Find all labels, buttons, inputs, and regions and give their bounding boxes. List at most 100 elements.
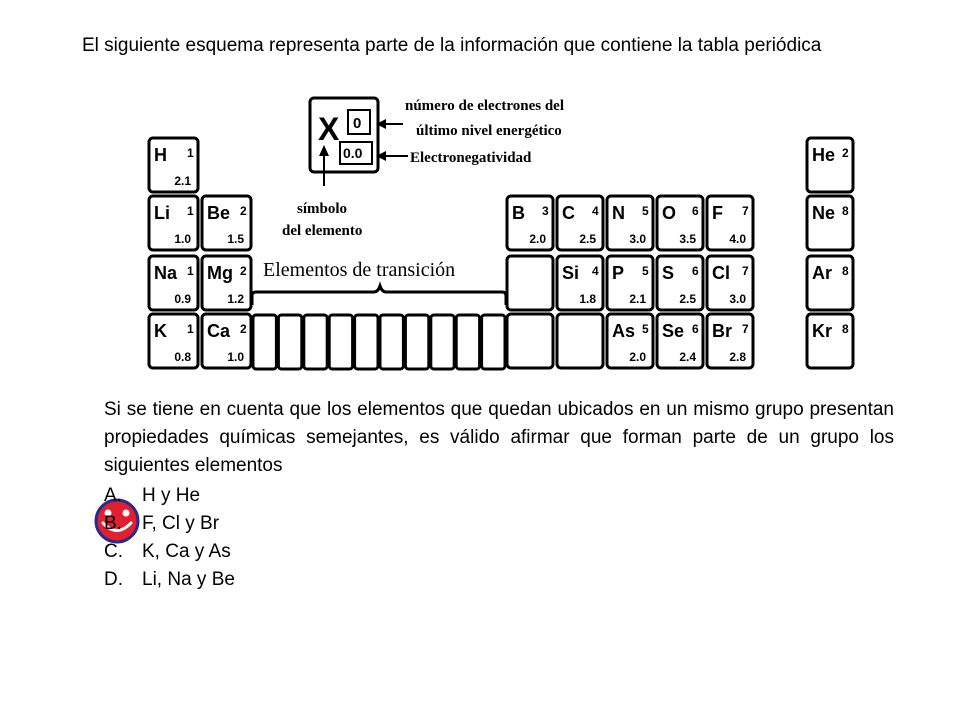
element-symbol: Mg bbox=[207, 263, 233, 283]
element-cell-border bbox=[655, 254, 705, 312]
element-symbol: He bbox=[812, 145, 835, 165]
element-electrons: 8 bbox=[842, 322, 849, 336]
option-letter: D. bbox=[104, 569, 123, 590]
element-electronegativity: 1.2 bbox=[227, 292, 244, 306]
element-symbol: C bbox=[562, 203, 575, 223]
option-letter: C. bbox=[104, 541, 123, 562]
element-symbol: H bbox=[154, 145, 167, 165]
transition-label: Elementos de transición bbox=[263, 259, 455, 281]
element-electronegativity: 3.0 bbox=[729, 292, 746, 306]
transition-cell bbox=[276, 313, 304, 371]
transition-cell bbox=[480, 313, 507, 371]
element-symbol: Se bbox=[662, 321, 684, 341]
element-electrons: 4 bbox=[592, 204, 599, 218]
element-electrons: 1 bbox=[187, 146, 194, 160]
transition-cell bbox=[378, 313, 405, 371]
element-electrons: 2 bbox=[240, 204, 247, 218]
element-electrons: 1 bbox=[187, 264, 194, 278]
element-electrons: 2 bbox=[842, 146, 849, 160]
transition-cell bbox=[403, 313, 431, 371]
transition-cell bbox=[251, 313, 278, 371]
element-symbol: Kr bbox=[812, 321, 832, 341]
element-cell-border bbox=[705, 312, 755, 370]
element-cell-border bbox=[200, 312, 253, 370]
legend-symbol: X bbox=[318, 111, 340, 147]
element-symbol: K bbox=[154, 321, 167, 341]
element-electronegativity: 3.0 bbox=[629, 232, 646, 246]
element-cell-border bbox=[555, 254, 605, 312]
element-electronegativity: 0.8 bbox=[174, 350, 191, 364]
element-electrons: 7 bbox=[742, 322, 749, 336]
element-electrons: 1 bbox=[187, 322, 194, 336]
empty-cell bbox=[505, 254, 555, 312]
element-cell-border bbox=[200, 194, 253, 252]
element-electrons: 2 bbox=[240, 322, 247, 336]
element-electrons: 6 bbox=[692, 322, 699, 336]
element-electronegativity: 2.1 bbox=[629, 292, 646, 306]
element-electrons: 6 bbox=[692, 204, 699, 218]
element-electronegativity: 0.9 bbox=[174, 292, 191, 306]
transition-brace bbox=[250, 281, 508, 305]
legend-electrons-label-2: último nivel energético bbox=[416, 123, 562, 139]
option-text: Li, Na y Be bbox=[142, 569, 235, 590]
empty-cell bbox=[555, 312, 605, 370]
element-electronegativity: 2.8 bbox=[729, 350, 746, 364]
legend-en-box bbox=[339, 141, 373, 165]
option-b[interactable]: B. F, Cl y Br bbox=[104, 510, 235, 538]
element-electrons: 6 bbox=[692, 264, 699, 278]
answer-marker-icon bbox=[94, 498, 140, 544]
element-cell-border bbox=[555, 194, 605, 252]
option-letter: B. bbox=[104, 513, 122, 534]
element-symbol: O bbox=[662, 203, 676, 223]
element-cell-border bbox=[805, 312, 855, 370]
legend-symbol-label-2: del elemento bbox=[282, 223, 362, 239]
element-electronegativity: 2.5 bbox=[679, 292, 696, 306]
option-a[interactable]: A.H y He bbox=[104, 482, 235, 510]
element-cell: H 1 2.1 bbox=[147, 136, 200, 194]
element-symbol: Be bbox=[207, 203, 230, 223]
legend-electrons-box bbox=[347, 109, 371, 135]
element-cell-border bbox=[805, 194, 855, 252]
option-c[interactable]: C.K, Ca y As bbox=[104, 538, 235, 566]
element-cell: Kr 8 bbox=[805, 312, 855, 370]
option-text: F, Cl y Br bbox=[142, 513, 220, 534]
element-electronegativity: 1.5 bbox=[227, 232, 244, 246]
element-cell-border bbox=[505, 194, 555, 252]
element-cell-border bbox=[147, 136, 200, 194]
element-electronegativity: 2.5 bbox=[579, 232, 596, 246]
element-electrons: 4 bbox=[592, 264, 599, 278]
element-cell-border bbox=[705, 194, 755, 252]
element-cell-border bbox=[805, 136, 855, 194]
element-symbol: P bbox=[612, 263, 624, 283]
legend-electrons: 0 bbox=[353, 115, 361, 132]
element-cell: K 1 0.8 bbox=[147, 312, 200, 370]
en-arrowhead bbox=[376, 151, 386, 161]
element-electronegativity: 2.1 bbox=[174, 174, 191, 188]
element-cell-border bbox=[605, 254, 655, 312]
element-cell-border bbox=[605, 194, 655, 252]
option-d[interactable]: D. Li, Na y Be bbox=[104, 566, 235, 594]
legend-en: 0.0 bbox=[343, 145, 363, 161]
element-cell-border bbox=[805, 254, 855, 312]
legend-electrons-label-1: número de electrones del bbox=[405, 98, 564, 114]
element-electronegativity: 2.0 bbox=[529, 232, 546, 246]
electrons-arrowhead bbox=[376, 119, 386, 129]
legend: X 0 0.0 número de electrones del último … bbox=[282, 96, 564, 239]
answer-options: A.H y He B. F, Cl y Br C.K, Ca y As D. Li,… bbox=[104, 482, 235, 594]
element-symbol: As bbox=[612, 321, 635, 341]
element-symbol: Ne bbox=[812, 203, 835, 223]
empty-cell bbox=[505, 312, 555, 370]
